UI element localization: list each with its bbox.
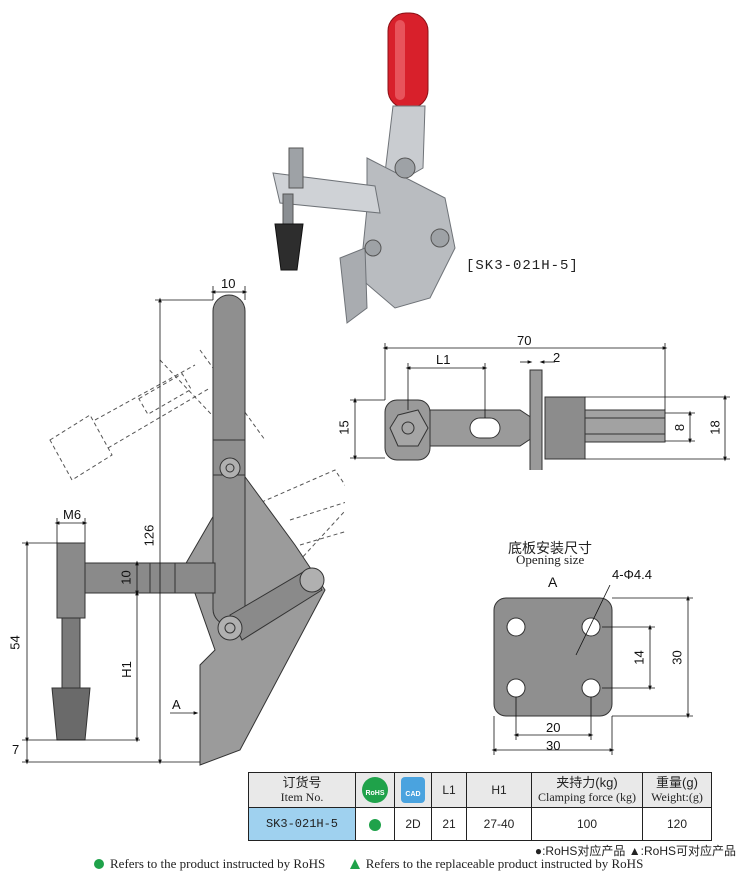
- cell-rohs: [355, 807, 395, 841]
- base-plate-view-letter: A: [548, 574, 558, 590]
- product-photo: [272, 12, 456, 324]
- dim-base: 54: [7, 635, 23, 650]
- rohs-triangle-icon: [349, 859, 360, 869]
- header-l1: L1: [431, 772, 467, 808]
- header-rohs: RoHS: [355, 772, 395, 808]
- rohs-dot-icon: [94, 859, 104, 869]
- top-view-drawing: [350, 343, 730, 470]
- dim-foot: 7: [12, 742, 20, 757]
- dim-v-outer: 30: [669, 650, 685, 665]
- table-row: SK3-021H-5 2D 21 27-40 100 120: [248, 807, 712, 841]
- legend: Refers to the product instructed by RoHS…: [94, 856, 643, 872]
- legend-replaceable: Refers to the replaceable product instru…: [365, 856, 644, 871]
- dim-thread: M6: [63, 507, 82, 522]
- dim-h1: H1: [118, 661, 134, 678]
- dim-v-inner: 14: [631, 650, 647, 665]
- rohs-icon: RoHS: [362, 777, 388, 803]
- rohs-note: ●:RoHS对应产品 ▲:RoHS可对应产品: [534, 844, 736, 858]
- dim-width: 15: [336, 420, 352, 435]
- view-letter-a: A: [172, 697, 181, 712]
- dim-l1: L1: [436, 352, 451, 367]
- spec-table: 订货号 Item No. RoHS CAD L1 H1 夹持力(kg) Clam…: [248, 772, 712, 841]
- dim-h-outer: 30: [546, 738, 561, 753]
- header-clamping-force: 夹持力(kg) Clamping force (kg): [531, 772, 643, 808]
- header-item-no: 订货号 Item No.: [248, 772, 356, 808]
- legend-rohs: Refers to the product instructed by RoHS: [110, 856, 326, 871]
- dim-plate: 2: [553, 350, 561, 365]
- cell-weight: 120: [642, 807, 712, 841]
- dim-height: 126: [141, 524, 157, 547]
- cell-h1: 27-40: [466, 807, 532, 841]
- cell-item-no: SK3-021H-5: [248, 807, 356, 841]
- side-view-drawing: [22, 286, 345, 766]
- rohs-dot-icon: [369, 818, 381, 831]
- cad-icon: CAD: [401, 777, 425, 803]
- dim-arm: 10: [118, 570, 134, 585]
- holes-label: 4-Φ4.4: [612, 567, 653, 582]
- model-tag: [SK3-021H-5]: [466, 258, 579, 274]
- base-plate-title-en: Opening size: [516, 552, 585, 567]
- dim-slot: 8: [672, 423, 688, 432]
- header-weight: 重量(g) Weight:(g): [642, 772, 712, 808]
- base-plate-title-zh: 底板安装尺寸: [508, 540, 592, 556]
- cell-cad: 2D: [394, 807, 432, 841]
- header-h1: H1: [466, 772, 532, 808]
- dim-top-width: 10: [221, 276, 236, 291]
- cell-clamping-force: 100: [531, 807, 643, 841]
- dim-length: 70: [517, 333, 532, 348]
- spec-table-header: 订货号 Item No. RoHS CAD L1 H1 夹持力(kg) Clam…: [248, 772, 712, 808]
- base-plate-drawing: [491, 585, 693, 755]
- dim-overall: 18: [707, 420, 723, 435]
- dim-h-inner: 20: [546, 720, 561, 735]
- cell-l1: 21: [431, 807, 467, 841]
- header-cad: CAD: [394, 772, 432, 808]
